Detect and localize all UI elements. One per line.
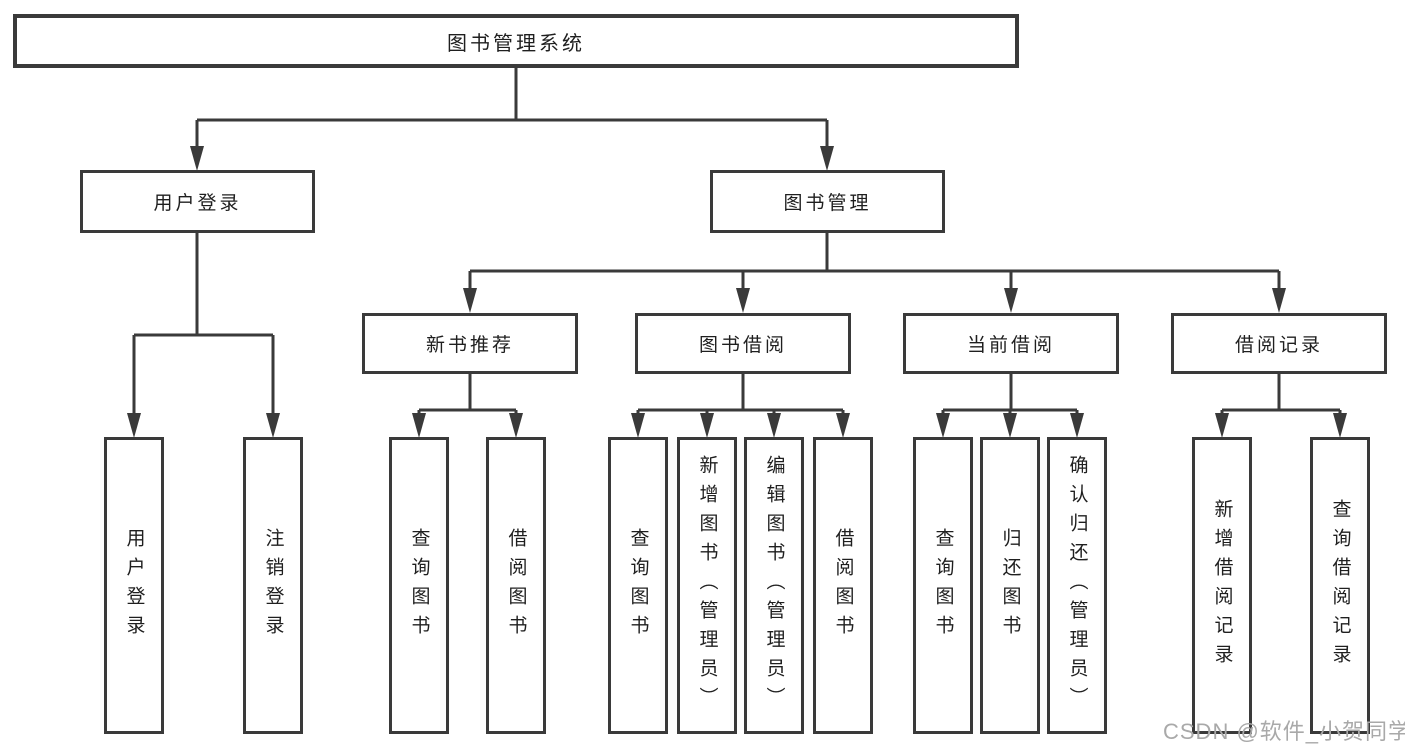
watermark: CSDN @软件_小贺同学: [1163, 719, 1405, 744]
node-current-borrow: 当前借阅: [903, 313, 1119, 374]
leaf-confirm-return-admin-label: 确认归还（管理员）: [1066, 455, 1088, 716]
leaf-query-books-borrow: 查询图书: [608, 437, 668, 734]
leaf-borrow-books: 借阅图书: [813, 437, 873, 734]
node-new-book-recommend-label: 新书推荐: [425, 335, 514, 356]
leaf-add-borrow-record-label: 新增借阅记录: [1211, 498, 1233, 673]
node-library-system-label: 图书管理系统: [447, 32, 585, 55]
node-book-management-label: 图书管理: [783, 193, 872, 214]
leaf-logout: 注销登录: [243, 437, 303, 734]
leaf-add-book-admin-label: 新增图书（管理员）: [696, 455, 718, 716]
leaf-query-books-current-label: 查询图书: [932, 527, 954, 644]
leaf-user-login: 用户登录: [104, 437, 164, 734]
leaf-query-books-recommend-label: 查询图书: [408, 527, 430, 644]
leaf-borrow-books-recommend: 借阅图书: [486, 437, 546, 734]
leaf-user-login-label: 用户登录: [123, 527, 145, 644]
node-library-system: 图书管理系统: [13, 14, 1019, 68]
leaf-return-book-label: 归还图书: [999, 527, 1021, 644]
leaf-borrow-books-recommend-label: 借阅图书: [505, 527, 527, 644]
node-current-borrow-label: 当前借阅: [966, 335, 1055, 356]
node-user-login-label: 用户登录: [153, 193, 242, 214]
leaf-borrow-books-label: 借阅图书: [832, 527, 854, 644]
leaf-query-books-current: 查询图书: [913, 437, 973, 734]
leaf-query-borrow-record: 查询借阅记录: [1310, 437, 1370, 734]
node-borrow-records-label: 借阅记录: [1234, 335, 1323, 356]
node-book-management: 图书管理: [710, 170, 945, 233]
leaf-add-book-admin: 新增图书（管理员）: [677, 437, 737, 734]
leaf-edit-book-admin-label: 编辑图书（管理员）: [763, 455, 785, 716]
node-book-borrow-label: 图书借阅: [698, 335, 787, 356]
node-user-login: 用户登录: [80, 170, 315, 233]
leaf-add-borrow-record: 新增借阅记录: [1192, 437, 1252, 734]
leaf-logout-label: 注销登录: [262, 527, 284, 644]
node-book-borrow: 图书借阅: [635, 313, 851, 374]
leaf-return-book: 归还图书: [980, 437, 1040, 734]
leaf-confirm-return-admin: 确认归还（管理员）: [1047, 437, 1107, 734]
leaf-query-books-borrow-label: 查询图书: [627, 527, 649, 644]
leaf-query-borrow-record-label: 查询借阅记录: [1329, 498, 1351, 673]
leaf-edit-book-admin: 编辑图书（管理员）: [744, 437, 804, 734]
leaf-query-books-recommend: 查询图书: [389, 437, 449, 734]
node-borrow-records: 借阅记录: [1171, 313, 1387, 374]
node-new-book-recommend: 新书推荐: [362, 313, 578, 374]
